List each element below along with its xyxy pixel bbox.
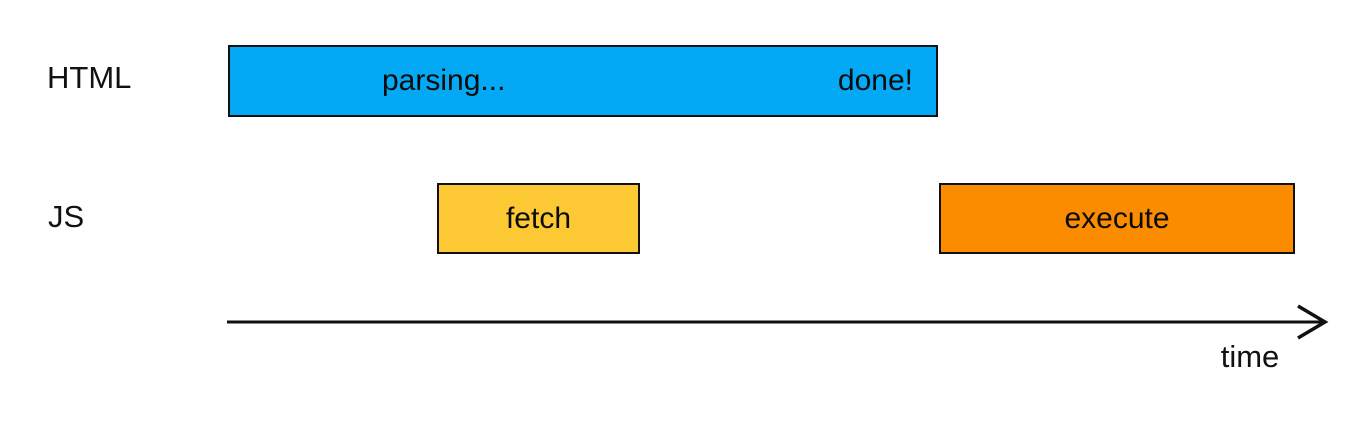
parsing-bar: parsing... done!	[228, 45, 938, 117]
parsing-done-label: done!	[837, 64, 913, 97]
fetch-label: fetch	[505, 201, 572, 235]
time-axis-label: time	[1220, 339, 1280, 374]
fetch-bar: fetch	[437, 183, 640, 254]
row-label-js: JS	[48, 199, 85, 234]
row-label-html: HTML	[47, 60, 132, 95]
execute-label: execute	[1064, 201, 1170, 235]
time-axis	[227, 304, 1329, 340]
execute-bar: execute	[939, 183, 1295, 254]
parsing-label: parsing...	[382, 64, 506, 97]
time-axis-arrowhead-icon	[1297, 304, 1329, 340]
